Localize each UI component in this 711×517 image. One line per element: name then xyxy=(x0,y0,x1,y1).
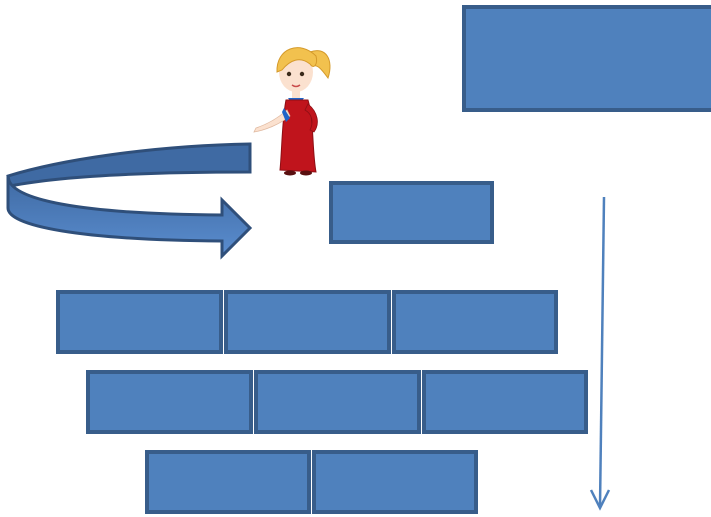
brick-row-3-item-1 xyxy=(145,450,311,514)
brick-row-3-item-2 xyxy=(312,450,478,514)
brick-row-1-item-3 xyxy=(392,290,558,354)
brick-row-1-item-1 xyxy=(56,290,223,354)
top-right-box xyxy=(462,5,711,112)
brick-row-1 xyxy=(56,290,558,354)
down-arrow xyxy=(589,196,611,511)
brick-row-2-item-2 xyxy=(254,370,421,434)
brick-row-2-item-3 xyxy=(422,370,588,434)
brick-row-2 xyxy=(86,370,588,434)
brick-row-1-item-2 xyxy=(224,290,391,354)
brick-row-2-item-1 xyxy=(86,370,253,434)
girl-character-icon xyxy=(253,47,331,176)
step-box xyxy=(329,181,494,244)
curved-return-arrow xyxy=(6,142,253,260)
brick-row-3 xyxy=(145,450,478,514)
